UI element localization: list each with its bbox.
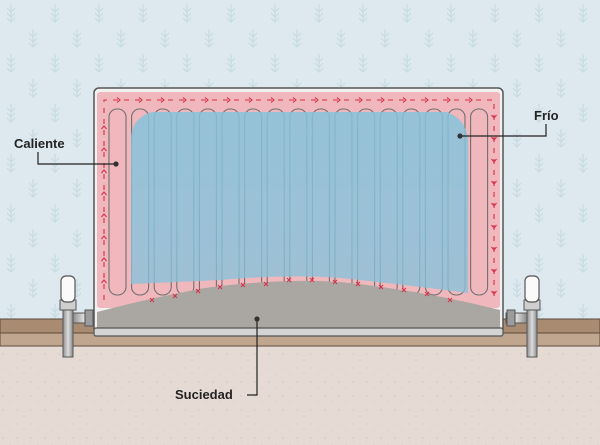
flow-arrow	[491, 224, 497, 229]
radiator-base-rail	[93, 327, 504, 337]
sediment-markers	[149, 277, 453, 303]
hot-water-flow	[101, 97, 497, 300]
sediment-marker	[263, 281, 269, 287]
sediment-marker	[217, 284, 223, 290]
flow-arrow	[101, 279, 107, 284]
sediment-marker	[286, 277, 292, 283]
flow-arrow	[380, 97, 385, 103]
flow-arrow	[270, 97, 275, 103]
callout-dirt: Suciedad	[175, 316, 260, 402]
flow-arrow	[116, 97, 121, 103]
radiator	[93, 87, 504, 337]
flow-arrow	[101, 191, 107, 196]
flow-path	[103, 99, 495, 300]
lockshield-valve-icon	[505, 275, 541, 358]
thermostatic-valve-icon	[59, 275, 95, 358]
flow-arrow	[101, 125, 107, 130]
flow-arrow	[491, 158, 497, 163]
flow-arrow	[248, 97, 253, 103]
flow-arrow	[491, 290, 497, 295]
flow-arrow	[336, 97, 341, 103]
label-cold: Frío	[534, 108, 559, 123]
sediment-marker	[424, 291, 430, 297]
sediment-marker	[172, 293, 178, 299]
flow-arrow	[491, 246, 497, 251]
flow-arrow	[101, 213, 107, 218]
radiator-column	[470, 108, 489, 296]
flow-arrow	[101, 169, 107, 174]
flow-arrow	[491, 114, 497, 119]
flow-arrow	[138, 97, 143, 103]
label-hot: Caliente	[14, 136, 65, 151]
sediment-marker	[447, 297, 453, 303]
flow-arrow	[358, 97, 363, 103]
callout-cold: Frío	[457, 108, 559, 139]
callout-hot: Caliente	[14, 136, 119, 167]
flow-arrow	[424, 97, 429, 103]
flow-arrow	[468, 97, 473, 103]
sediment-marker	[332, 279, 338, 285]
sediment-marker	[378, 284, 384, 290]
flow-arrow	[101, 235, 107, 240]
floor-texture	[0, 345, 600, 445]
sediment-marker	[401, 287, 407, 293]
sediment-marker	[240, 282, 246, 288]
dirt-deposit	[97, 280, 500, 334]
label-dirt: Suciedad	[175, 387, 233, 402]
flow-arrow	[446, 97, 451, 103]
cold-zone	[131, 112, 468, 293]
flow-arrow	[182, 97, 187, 103]
flow-arrow	[314, 97, 319, 103]
flow-arrow	[204, 97, 209, 103]
flow-arrow	[491, 136, 497, 141]
flow-arrow	[292, 97, 297, 103]
sediment-marker	[355, 281, 361, 287]
flow-arrow	[402, 97, 407, 103]
flow-arrow	[226, 97, 231, 103]
radiator-column	[108, 108, 127, 296]
flow-arrow	[491, 180, 497, 185]
flow-arrow	[491, 202, 497, 207]
flow-arrow	[160, 97, 165, 103]
sediment-marker	[309, 277, 315, 283]
flow-arrow	[491, 268, 497, 273]
sediment-marker	[195, 288, 201, 294]
flow-arrow	[101, 147, 107, 152]
sediment-marker	[149, 297, 155, 303]
flow-arrow	[101, 257, 107, 262]
